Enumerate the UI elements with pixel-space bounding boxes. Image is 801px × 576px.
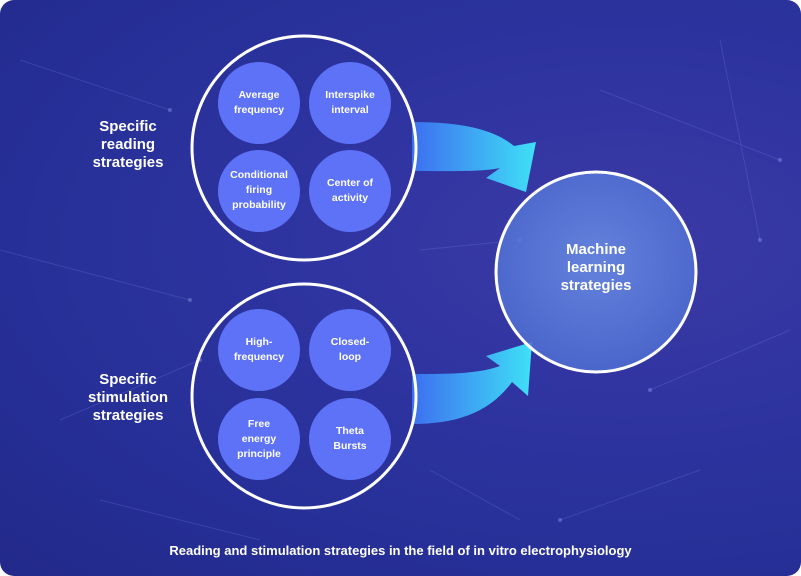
label-closed-loop: Closed- loop	[330, 336, 370, 363]
reading-to-ml-arrow	[412, 122, 536, 192]
pill-free-energy-principle	[218, 398, 300, 480]
pill-conditional-firing-probability	[218, 150, 300, 232]
label-average-frequency: Average frequency	[233, 89, 285, 116]
label-free-energy-principle: Free energy principle	[237, 418, 281, 460]
label-theta-bursts: Theta Bursts	[333, 425, 367, 452]
pill-center-of-activity	[309, 150, 391, 232]
label-interspike-interval: Interspike interval	[325, 89, 375, 116]
figure-caption: Reading and stimulation strategies in th…	[169, 543, 632, 558]
pill-theta-bursts	[309, 398, 391, 480]
pill-high-frequency	[218, 309, 300, 391]
pill-average-frequency	[218, 62, 300, 144]
label-conditional-firing-probability: Conditional firing probability	[230, 169, 288, 211]
pill-interspike-interval	[309, 62, 391, 144]
label-center-of-activity: Center of activity	[326, 177, 374, 204]
stimulation-strategies-title: Specific stimulation strategies	[87, 371, 168, 424]
reading-strategies-circle	[190, 34, 418, 262]
stimulation-strategies-circle	[190, 282, 418, 510]
reading-strategies-title: Specific reading strategies	[92, 118, 164, 171]
stimulation-to-ml-arrow	[412, 342, 532, 424]
machine-learning-circle	[494, 170, 698, 374]
machine-learning-label: Machine learning strategies	[560, 241, 632, 294]
pill-closed-loop	[309, 309, 391, 391]
label-high-frequency: High- frequency	[233, 336, 285, 363]
